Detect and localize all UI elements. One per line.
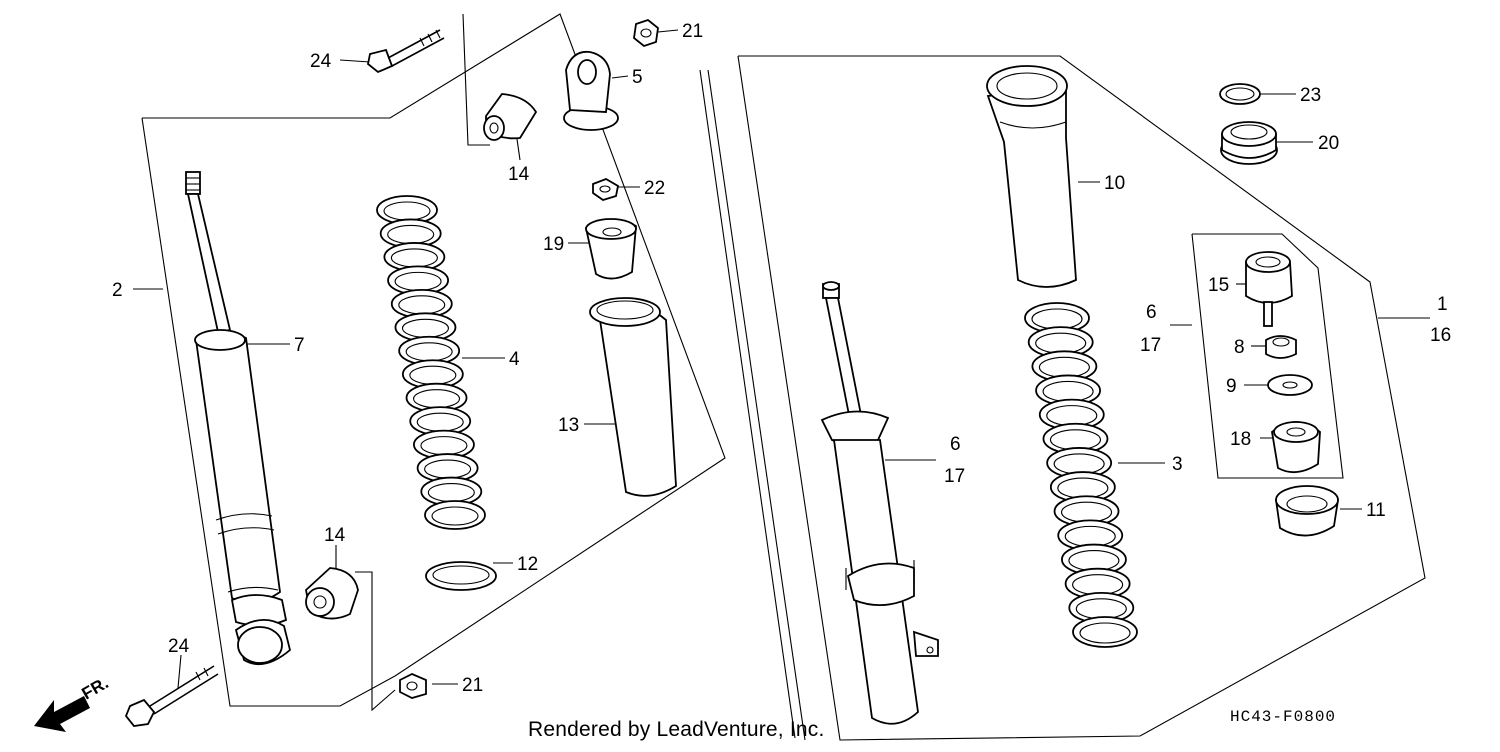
washer-12: [425, 561, 497, 591]
callout-8: 8: [1234, 337, 1245, 358]
spring-coil-inner: [431, 506, 479, 526]
callout-16: 16: [1430, 325, 1451, 346]
callout-24-bottom: 24: [168, 636, 190, 657]
spring-coil-inner: [1079, 622, 1131, 644]
spring-seat-11: [1275, 485, 1339, 537]
callout-6-upper: 6: [1146, 302, 1157, 323]
damper-7: [185, 171, 292, 666]
center-divider-line: [707, 69, 806, 741]
callout-11: 11: [1366, 500, 1386, 521]
center-divider-line-2: [699, 69, 796, 739]
callout-6-lower: 6: [950, 434, 961, 455]
rubber-18: [1271, 421, 1321, 474]
callout-5: 5: [632, 67, 643, 88]
callout-15: 15: [1208, 275, 1229, 296]
lock-nut-20: [1220, 121, 1278, 165]
callout-21-bottom: 21: [462, 675, 483, 696]
damper-parts-outline: [1191, 233, 1344, 479]
callout-9: 9: [1226, 376, 1237, 397]
bushing-subgroup-outline-bottom: [355, 571, 396, 712]
nut-8: [1265, 335, 1297, 359]
callout-7: 7: [294, 335, 305, 356]
spring-3: [1024, 302, 1138, 648]
nut-22: [592, 178, 620, 201]
callout-17-lower: 17: [944, 466, 965, 487]
callout-24-top: 24: [310, 51, 332, 72]
left-group-outline: [141, 13, 726, 707]
right-group-outline: [737, 55, 1426, 741]
callout-4: 4: [509, 349, 520, 370]
callout-12: 12: [517, 554, 538, 575]
front-direction-arrow: [34, 696, 90, 732]
bushing-subgroup-outline: [462, 13, 490, 146]
spring-coil: [424, 500, 486, 530]
mount-eye-5: [563, 50, 619, 131]
callout-19: 19: [543, 234, 564, 255]
diagram-code: HC43-F0800: [1230, 708, 1337, 726]
callout-labels: 24 21 5 14 22 19 2 7 4 13 14 12 24 21 10…: [79, 21, 1452, 703]
callout-18: 18: [1230, 429, 1251, 450]
cover-10: [986, 65, 1077, 288]
callout-20: 20: [1318, 133, 1339, 154]
callout-23: 23: [1300, 85, 1321, 106]
callout-17-upper: 17: [1140, 335, 1161, 356]
bushing-14-top: [483, 93, 538, 141]
callout-14-bottom: 14: [324, 525, 346, 546]
spring-coil: [1072, 616, 1138, 648]
washer-9: [1267, 374, 1313, 396]
bump-rubber-19: [584, 218, 637, 280]
callout-14-top: 14: [508, 164, 530, 185]
callout-10: 10: [1104, 173, 1125, 194]
valve-15: [1245, 251, 1293, 327]
bolt-24-bottom: [124, 665, 219, 727]
callout-22: 22: [644, 178, 665, 199]
spring-4: [376, 195, 486, 530]
dust-tube-13: [589, 297, 677, 497]
nut-21-bottom: [399, 673, 427, 699]
circlip-23: [1219, 83, 1261, 105]
callout-3: 3: [1172, 454, 1183, 475]
render-credit: Rendered by LeadVenture, Inc.: [528, 718, 825, 741]
callout-21-top: 21: [682, 21, 703, 42]
bolt-24-top: [367, 29, 445, 74]
callout-1: 1: [1437, 294, 1448, 315]
nut-21-top: [633, 18, 659, 48]
callout-13: 13: [558, 415, 579, 436]
bushing-14-bottom: [305, 567, 359, 620]
fork-leg-6: [820, 281, 939, 725]
callout-2: 2: [112, 280, 123, 301]
